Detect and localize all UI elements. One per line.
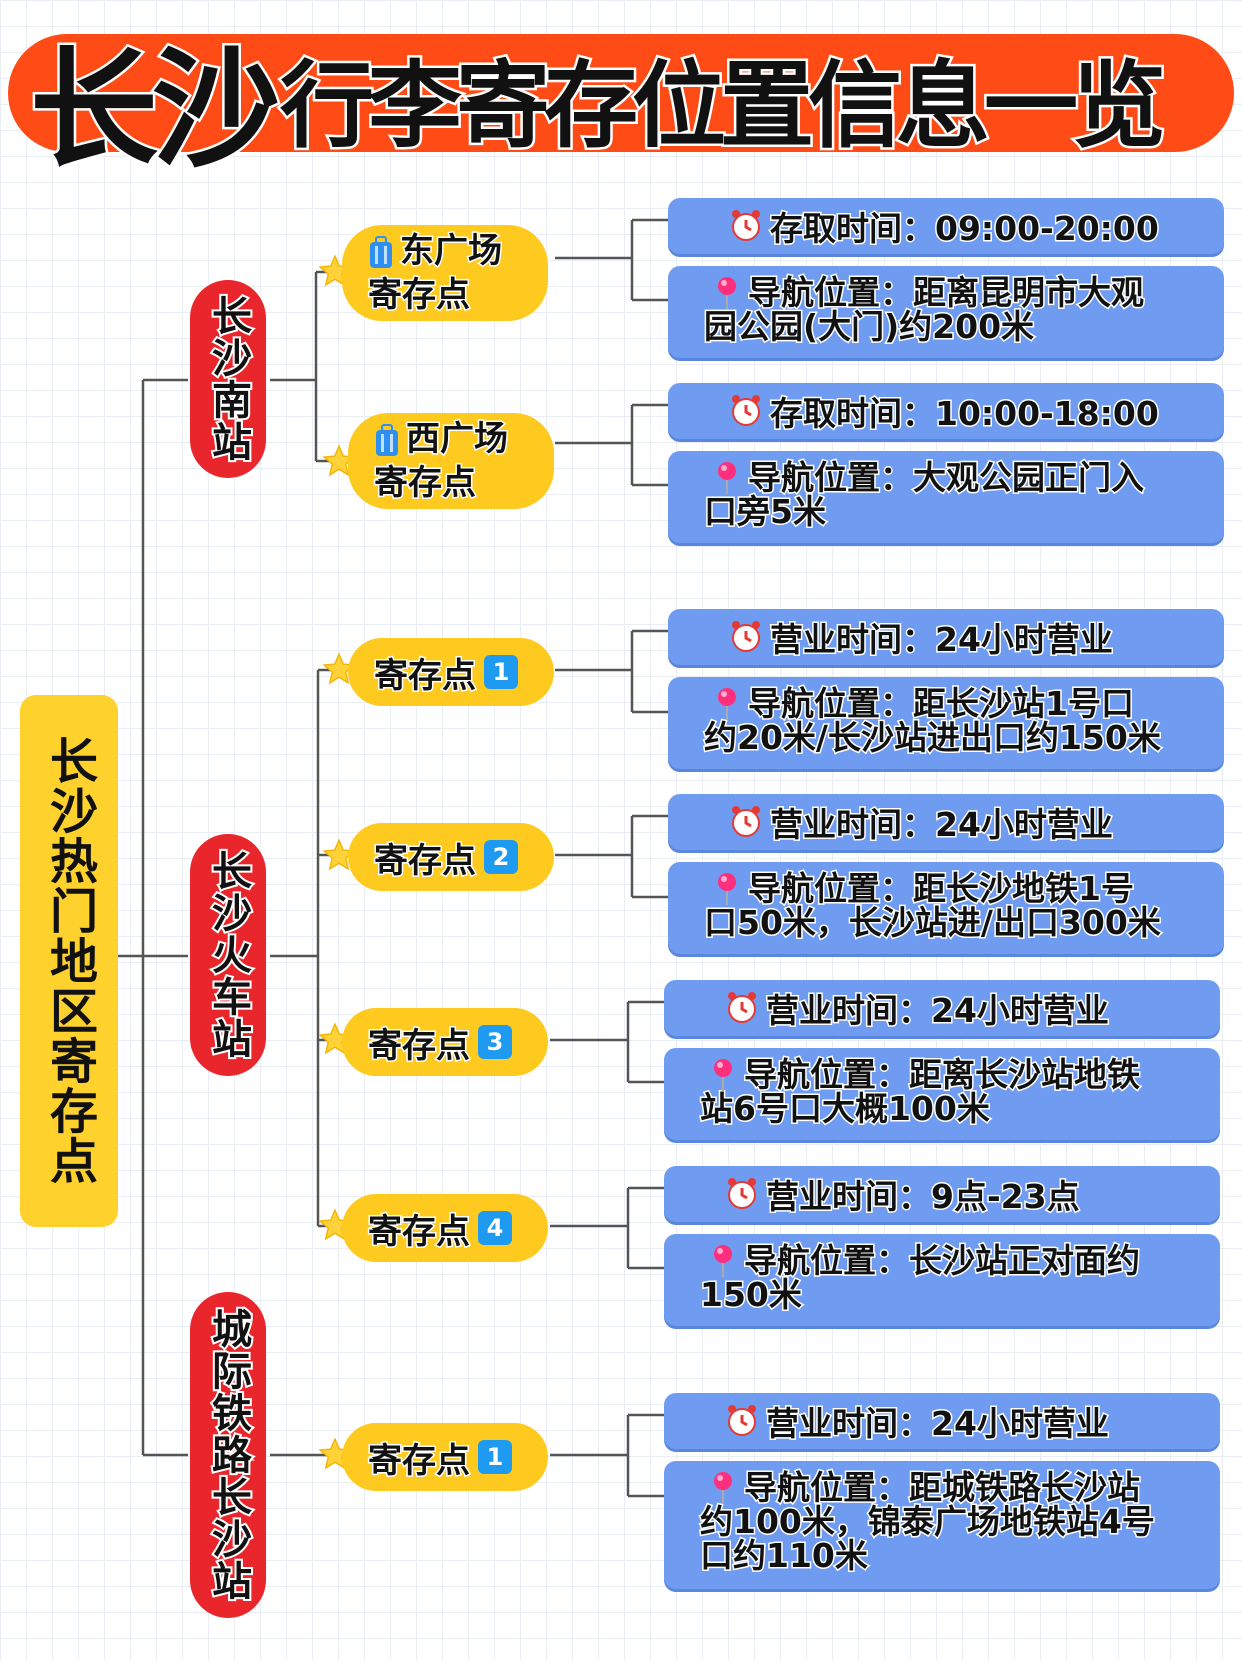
alarm-clock-icon <box>732 621 760 652</box>
alarm-clock-icon <box>728 1405 756 1436</box>
alarm-clock-icon <box>728 992 756 1023</box>
root-node: 长沙热门地区寄存点 <box>20 695 118 1227</box>
hours-text: 存取时间：09:00-20:00 <box>769 208 1161 250</box>
luggage-icon <box>376 423 398 456</box>
hours-text: 营业时间：24小时营业 <box>769 804 1115 846</box>
station-label: 长沙南站 <box>203 293 253 465</box>
map-pin-icon <box>714 1245 732 1277</box>
location-line: 口旁5米 <box>703 492 828 531</box>
hours-box: 营业时间：24小时营业 <box>664 980 1220 1036</box>
location-line: 导航位置：距长沙站1号口 <box>747 684 1136 723</box>
station-changsha-railway: 长沙火车站 <box>190 834 266 1076</box>
location-line: 150米 <box>699 1275 804 1314</box>
page-title: 长沙 行李寄存位置信息一览 <box>27 28 1230 187</box>
station-label: 长沙火车站 <box>203 848 253 1062</box>
number-badge: 4 <box>478 1211 512 1245</box>
root-label: 长沙热门地区寄存点 <box>41 736 97 1186</box>
map-pin-icon <box>718 462 736 494</box>
location-box: 导航位置：长沙站正对面约 150米 <box>664 1234 1220 1326</box>
location-box: 导航位置：距离长沙站地铁 站6号口大概100米 <box>664 1048 1220 1140</box>
point-label: 寄存点 <box>373 654 478 697</box>
alarm-clock-icon <box>732 210 760 241</box>
point-label-line2: 寄存点 <box>367 274 472 317</box>
hours-text: 营业时间：24小时营业 <box>769 619 1115 661</box>
hours-box: 营业时间：24小时营业 <box>668 794 1224 850</box>
location-box: 导航位置：距离昆明市大观 园公园(大门)约200米 <box>668 266 1224 358</box>
title-part2: 行李寄存位置信息一览 <box>278 50 1169 164</box>
luggage-icon <box>370 235 392 268</box>
hours-box: 存取时间：10:00-18:00 <box>668 383 1224 439</box>
location-box: 导航位置：距城铁路长沙站 约100米，锦泰广场地铁站4号 口约110米 <box>664 1461 1220 1589</box>
hours-box: 营业时间：9点-23点 <box>664 1166 1220 1222</box>
point-label-line1: 东广场 <box>399 230 504 273</box>
location-line: 口50米，长沙站进/出口300米 <box>703 903 1163 942</box>
location-line: 约20米/长沙站进出口约150米 <box>703 718 1163 757</box>
map-pin-icon <box>714 1059 732 1091</box>
station-changsha-south: 长沙南站 <box>190 280 266 478</box>
number-badge: 3 <box>478 1025 512 1059</box>
point-label: 寄存点 <box>373 839 478 882</box>
station-intercity-changsha: 城际铁路长沙站 <box>190 1292 266 1618</box>
location-box: 导航位置：距长沙站1号口 约20米/长沙站进出口约150米 <box>668 677 1224 769</box>
map-pin-icon <box>718 873 736 905</box>
hours-box: 存取时间：09:00-20:00 <box>668 198 1224 254</box>
location-line: 导航位置：距离长沙站地铁 <box>743 1055 1142 1094</box>
location-line: 导航位置：距长沙地铁1号 <box>747 869 1136 908</box>
location-line: 导航位置：大观公园正门入 <box>747 458 1146 497</box>
storage-point-west-square[interactable]: 西广场 寄存点 <box>348 413 554 509</box>
storage-point-east-square[interactable]: 东广场 寄存点 <box>342 225 548 321</box>
point-label: 寄存点 <box>367 1210 472 1253</box>
alarm-clock-icon <box>732 395 760 426</box>
map-pin-icon <box>714 1472 732 1504</box>
location-line: 导航位置：距离昆明市大观 <box>747 273 1146 312</box>
location-line: 约100米，锦泰广场地铁站4号 <box>699 1502 1157 1541</box>
alarm-clock-icon <box>728 1178 756 1209</box>
location-line: 站6号口大概100米 <box>699 1089 992 1128</box>
location-box: 导航位置：距长沙地铁1号 口50米，长沙站进/出口300米 <box>668 862 1224 954</box>
title-part1: 长沙 <box>27 33 282 187</box>
location-line: 园公园(大门)约200米 <box>703 307 1036 346</box>
point-label-line1: 西广场 <box>405 418 510 461</box>
location-line: 导航位置：距城铁路长沙站 <box>743 1468 1142 1507</box>
point-label: 寄存点 <box>367 1439 472 1482</box>
hours-box: 营业时间：24小时营业 <box>668 609 1224 665</box>
alarm-clock-icon <box>732 806 760 837</box>
hours-text: 营业时间：9点-23点 <box>765 1176 1082 1218</box>
point-label: 寄存点 <box>367 1024 472 1067</box>
number-badge: 1 <box>478 1440 512 1474</box>
number-badge: 1 <box>484 655 518 689</box>
hours-text: 营业时间：24小时营业 <box>765 990 1111 1032</box>
map-pin-icon <box>718 277 736 309</box>
hours-text: 营业时间：24小时营业 <box>765 1403 1111 1445</box>
location-line: 口约110米 <box>699 1536 870 1575</box>
number-badge: 2 <box>484 840 518 874</box>
map-pin-icon <box>718 688 736 720</box>
hours-text: 存取时间：10:00-18:00 <box>769 393 1161 435</box>
title-banner <box>8 34 1234 152</box>
location-line: 导航位置：长沙站正对面约 <box>743 1241 1142 1280</box>
hours-box: 营业时间：24小时营业 <box>664 1393 1220 1449</box>
station-label: 城际铁路长沙站 <box>203 1306 253 1604</box>
point-label-line2: 寄存点 <box>373 462 478 505</box>
location-box: 导航位置：大观公园正门入 口旁5米 <box>668 451 1224 543</box>
